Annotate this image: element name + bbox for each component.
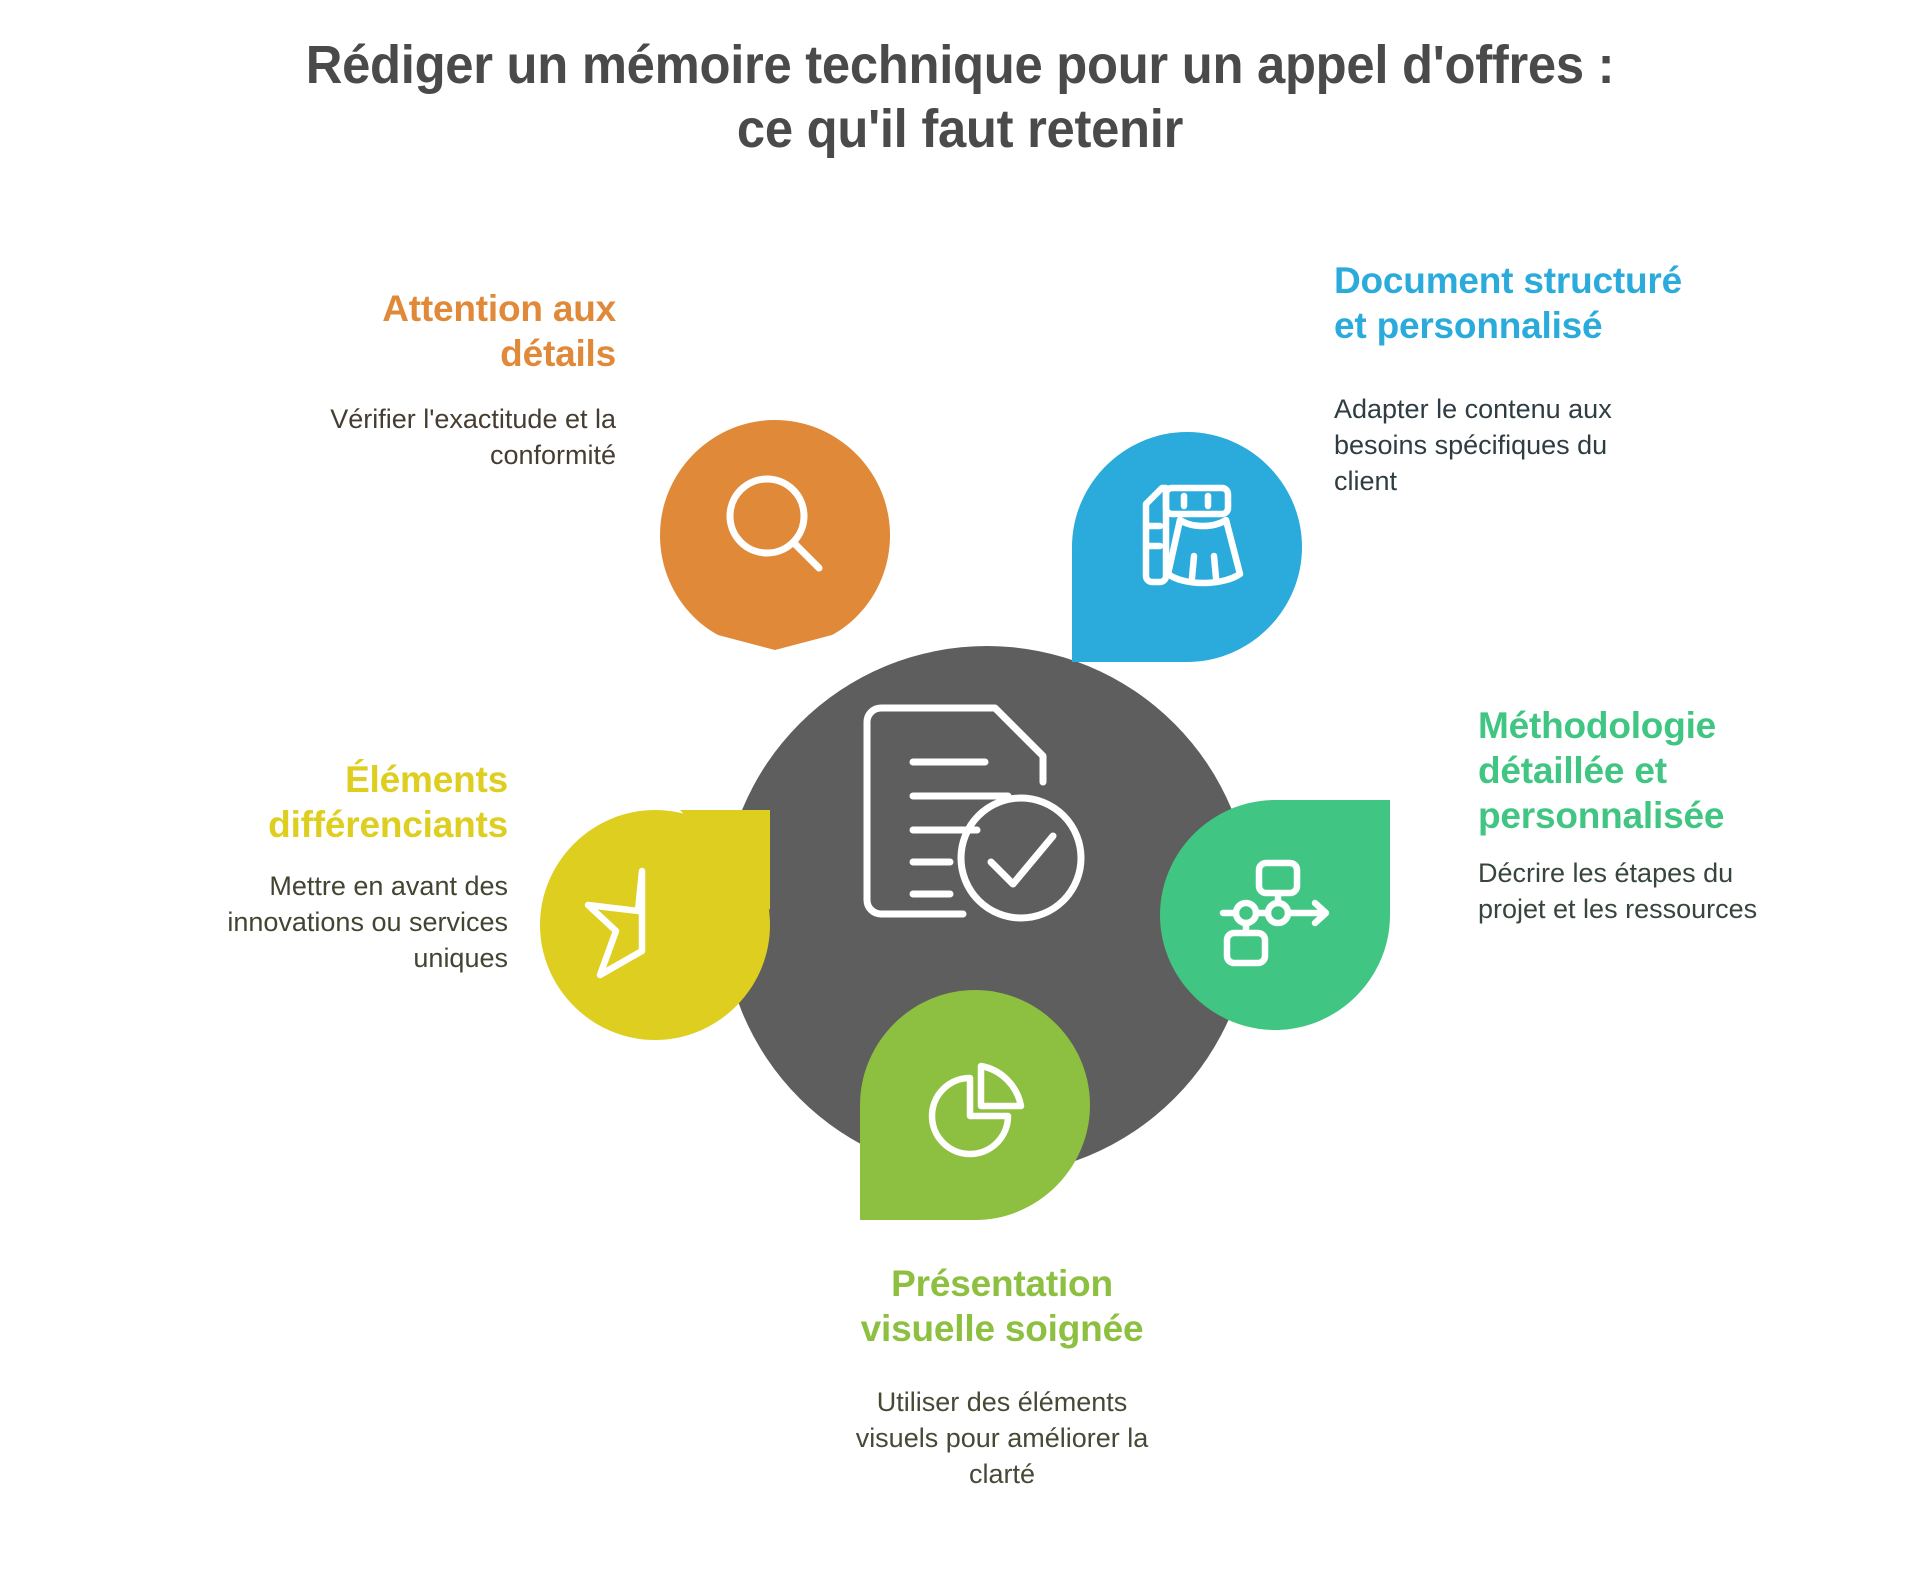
item-heading-elements-differenciants: Éléments différenciants: [268, 759, 508, 846]
petal-green-shape: [1160, 800, 1390, 1030]
item-heading-attention-details: Attention aux détails: [382, 288, 616, 375]
petal-yellow-shape: [540, 810, 770, 1040]
petal-lgreen-shape: [860, 990, 1090, 1220]
document-check-icon: [845, 686, 1135, 936]
pie-chart-icon: [860, 990, 1090, 1220]
petal-elements-differenciants[interactable]: [540, 810, 770, 1040]
item-description-presentation-visuelle: Utiliser des éléments visuels pour améli…: [855, 1387, 1149, 1490]
star-icon: [540, 810, 770, 1040]
item-heading-methodologie: Méthodologie détaillée et personnalisée: [1478, 705, 1725, 837]
item-description-elements-differenciants: Mettre en avant des innovations ou servi…: [227, 871, 508, 974]
item-description-document-structure: Adapter le contenu aux besoins spécifiqu…: [1334, 394, 1612, 497]
page-title: Rédiger un mémoire technique pour un app…: [0, 34, 1920, 161]
item-description-attention-details: Vérifier l'exactitude et la conformité: [330, 404, 616, 471]
item-elements-differenciants: Éléments différenciants Mettre en avant …: [108, 757, 508, 977]
ruler-skirt-icon: [1072, 432, 1302, 662]
petal-document-structure[interactable]: [1072, 432, 1302, 662]
item-methodologie: Méthodologie détaillée et personnalisée …: [1478, 703, 1878, 928]
item-heading-document-structure: Document structuré et personnalisé: [1334, 260, 1682, 347]
page-title-line-1: Rédiger un mémoire technique pour un app…: [305, 35, 1615, 95]
item-description-methodologie: Décrire les étapes du projet et les ress…: [1478, 858, 1758, 925]
flowchart-icon: [1160, 800, 1390, 1030]
petal-orange-shape: [660, 420, 890, 650]
petal-attention-details[interactable]: [660, 420, 890, 650]
petal-blue-shape: [1072, 432, 1302, 662]
page-title-line-2: ce qu'il faut retenir: [736, 98, 1184, 159]
petal-methodologie[interactable]: [1160, 800, 1390, 1030]
item-heading-presentation-visuelle: Présentation visuelle soignée: [860, 1263, 1144, 1350]
magnifier-icon: [660, 420, 890, 650]
petal-presentation-visuelle[interactable]: [860, 990, 1090, 1220]
item-attention-details: Attention aux détails Vérifier l'exactit…: [196, 286, 616, 474]
item-document-structure: Document structuré et personnalisé Adapt…: [1334, 258, 1774, 500]
item-presentation-visuelle: Présentation visuelle soignée Utiliser d…: [762, 1261, 1242, 1493]
